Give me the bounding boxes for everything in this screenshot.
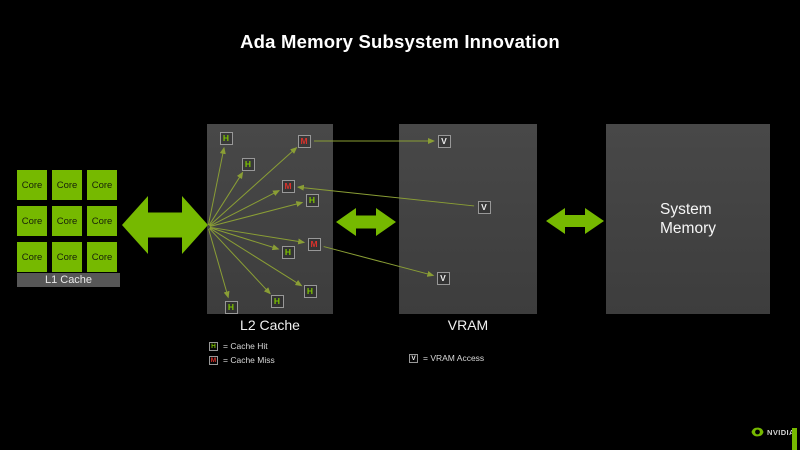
system-memory-box: System Memory — [606, 124, 770, 314]
gpu-core: Core — [17, 206, 47, 236]
vram-label: VRAM — [447, 317, 489, 333]
arrow-vram-sysmem — [546, 208, 604, 234]
arrow-cores-l2 — [122, 196, 208, 254]
cache-hit-marker: H — [303, 284, 317, 298]
cache-hit-marker: H — [219, 131, 233, 145]
cache-miss-marker: M — [307, 237, 321, 251]
legend-label: = Cache Miss — [223, 355, 275, 365]
cache-hit-marker: H — [241, 157, 255, 171]
vram-access-marker: V — [477, 200, 491, 214]
legend-symbol-m: M — [209, 355, 218, 365]
legend-symbol-v: V — [409, 353, 418, 363]
arrow-l2-vram — [336, 208, 396, 236]
cache-legend-row: M = Cache Miss — [209, 355, 275, 365]
cache-hit-marker: H — [224, 300, 238, 314]
cache-hit-marker: H — [281, 245, 295, 259]
gpu-core: Core — [87, 170, 117, 200]
nvidia-logo: NVIDIA — [751, 427, 795, 437]
nvidia-accent-bar — [792, 428, 797, 450]
vram-access-marker: V — [437, 134, 451, 148]
cache-miss-marker: M — [281, 179, 295, 193]
gpu-core: Core — [52, 170, 82, 200]
cache-legend-row: H = Cache Hit — [209, 341, 275, 351]
l1-cache-bar: L1 Cache — [17, 273, 120, 287]
vram-access-marker: V — [436, 271, 450, 285]
gpu-core: Core — [87, 242, 117, 272]
vram-legend: V = VRAM Access — [409, 353, 484, 363]
cache-miss-marker: M — [297, 134, 311, 148]
legend-label: = Cache Hit — [223, 341, 268, 351]
gpu-core: Core — [52, 242, 82, 272]
gpu-core: Core — [17, 170, 47, 200]
nvidia-wordmark: NVIDIA — [767, 427, 795, 437]
cache-hit-marker: H — [305, 193, 319, 207]
vram-box — [399, 124, 537, 314]
system-memory-label: System Memory — [660, 201, 716, 237]
cache-hit-marker: H — [270, 294, 284, 308]
vram-legend-row: V = VRAM Access — [409, 353, 484, 363]
page-title: Ada Memory Subsystem Innovation — [240, 31, 560, 52]
l2-cache-label: L2 Cache — [240, 317, 300, 333]
gpu-core: Core — [87, 206, 117, 236]
legend-label: = VRAM Access — [423, 353, 485, 363]
gpu-core: Core — [17, 242, 47, 272]
gpu-core: Core — [52, 206, 82, 236]
nvidia-eye-icon — [751, 427, 764, 437]
legend-symbol-h: H — [209, 341, 218, 351]
